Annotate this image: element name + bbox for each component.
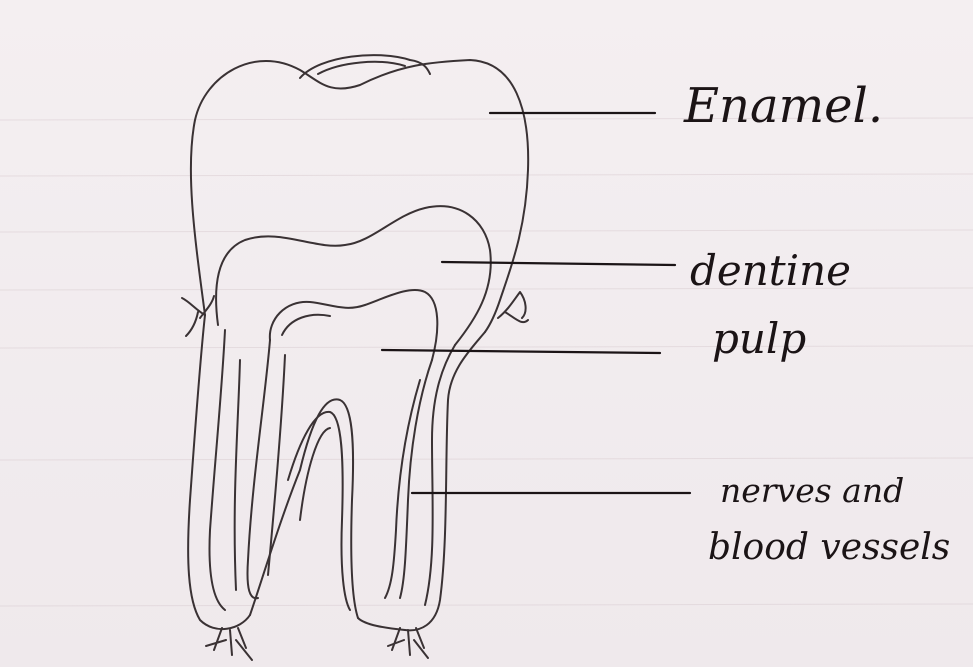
dentine-outline bbox=[216, 206, 491, 345]
pulp-pointer bbox=[382, 350, 660, 353]
dentine-pointer bbox=[442, 262, 675, 265]
vessel-twig-right bbox=[498, 292, 528, 322]
root-right-outer bbox=[358, 332, 485, 630]
label-nerves-line2: blood vessels bbox=[708, 530, 950, 566]
label-enamel: Enamel. bbox=[684, 82, 883, 130]
enamel-outline bbox=[191, 60, 528, 332]
label-pulp: pulp bbox=[712, 318, 806, 360]
nerve-strands-left bbox=[206, 628, 252, 660]
label-nerves-line1: nerves and bbox=[720, 474, 904, 507]
nerve-strands-right bbox=[388, 628, 428, 658]
label-dentine: dentine bbox=[690, 250, 851, 292]
vessel-twig-left bbox=[182, 296, 214, 336]
